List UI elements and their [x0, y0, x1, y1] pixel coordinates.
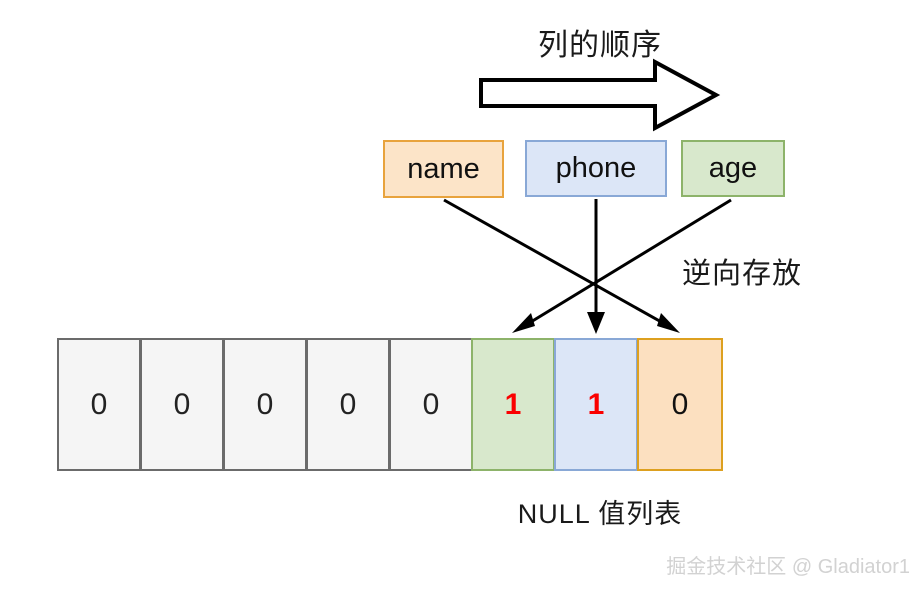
column-box-phone[interactable]: phone [525, 140, 667, 197]
bitmap-cell-value: 1 [504, 387, 522, 421]
watermark-text: 掘金技术社区 @ Gladiator1 [666, 556, 910, 578]
column-label: age [708, 152, 758, 184]
diagram-caption: NULL 值列表 [517, 499, 683, 529]
bitmap-cell[interactable]: 0 [389, 338, 473, 471]
bitmap-cell[interactable]: 0 [223, 338, 307, 471]
bitmap-cell-phone[interactable]: 1 [554, 338, 638, 471]
bitmap-cell-value: 0 [422, 387, 440, 421]
column-box-age[interactable]: age [681, 140, 785, 197]
column-box-name[interactable]: name [383, 140, 504, 198]
bitmap-cell-value: 0 [671, 387, 689, 421]
bitmap-cell[interactable]: 0 [57, 338, 141, 471]
arrow-name-to-cell [443, 198, 673, 330]
bitmap-cell-value: 0 [173, 387, 191, 421]
diagram-title: 列的顺序 [538, 29, 662, 62]
bitmap-cell-name[interactable]: 0 [637, 338, 723, 471]
bitmap-cell-value: 0 [90, 387, 108, 421]
bitmap-cell[interactable]: 0 [306, 338, 390, 471]
bitmap-cell[interactable]: 0 [140, 338, 224, 471]
column-order-arrow-icon [479, 58, 721, 132]
arrow-age-head-icon [512, 313, 535, 333]
arrow-name-head-icon [657, 313, 680, 333]
arrow-phone-head-icon [587, 312, 605, 334]
bitmap-cell-value: 0 [256, 387, 274, 421]
bitmap-cell-value: 1 [587, 387, 605, 421]
bitmap-cell-value: 0 [339, 387, 357, 421]
column-label: name [407, 152, 480, 185]
reverse-storage-note: 逆向存放 [682, 258, 803, 290]
bitmap-cell-age[interactable]: 1 [471, 338, 555, 471]
column-label: phone [555, 152, 637, 184]
